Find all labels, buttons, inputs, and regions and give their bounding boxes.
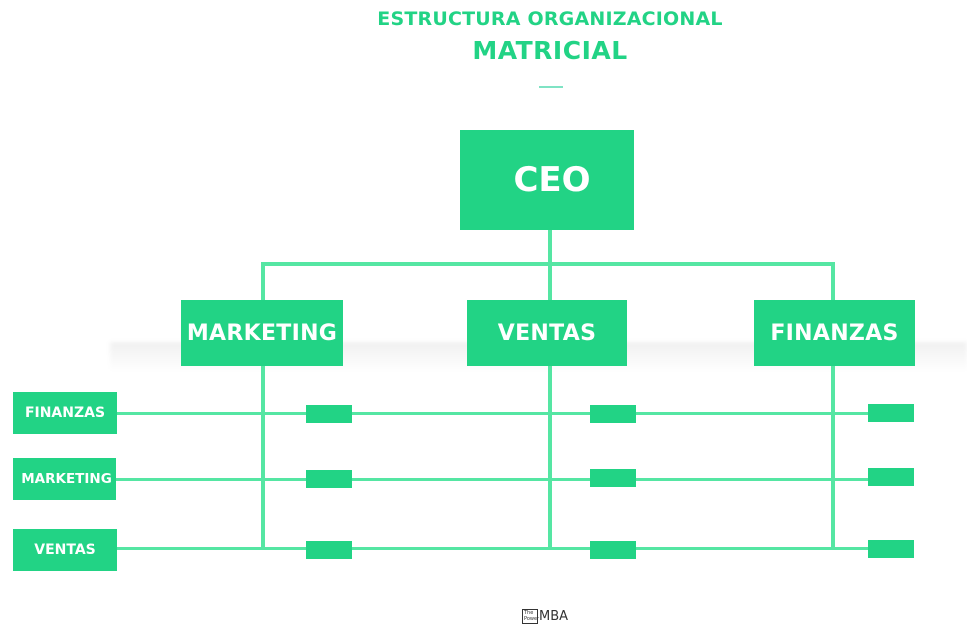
logo-brand-text: MBA [539, 609, 569, 624]
matrix-cell [306, 405, 352, 423]
connector-ceo-vertical [548, 230, 552, 264]
matrix-cell [868, 404, 914, 422]
row-line-marketing [116, 478, 872, 481]
matrix-cell [590, 469, 636, 487]
matrix-cell [868, 468, 914, 486]
ceo-box: CEO [460, 130, 634, 230]
row-line-ventas [117, 547, 872, 550]
page-subtitle: MATRICIAL [472, 36, 628, 65]
connector-marketing-drop [261, 262, 265, 300]
row-marketing-box: MARKETING [13, 458, 116, 500]
logo-icon: The Power [522, 609, 540, 624]
row-line-finanzas [117, 412, 872, 415]
matrix-cell [590, 541, 636, 559]
dept-marketing-box: MARKETING [181, 300, 343, 366]
logo-text-the: The [524, 610, 534, 616]
logo-text-power: Power [524, 616, 540, 622]
column-line-finanzas [831, 366, 835, 550]
dept-finanzas-box: FINANZAS [754, 300, 915, 366]
dept-ventas-box: VENTAS [467, 300, 627, 366]
title-divider [539, 86, 563, 88]
column-line-ventas [548, 366, 552, 550]
row-finanzas-box: FINANZAS [13, 392, 117, 434]
connector-finanzas-drop [831, 262, 835, 300]
page-title: ESTRUCTURA ORGANIZACIONAL [377, 8, 723, 30]
row-ventas-box: VENTAS [13, 529, 117, 571]
matrix-cell [590, 405, 636, 423]
matrix-cell [868, 540, 914, 558]
brand-logo: The Power MBA [522, 609, 568, 624]
connector-ventas-drop [548, 262, 552, 300]
column-line-marketing [261, 366, 265, 550]
matrix-cell [306, 541, 352, 559]
matrix-cell [306, 470, 352, 488]
